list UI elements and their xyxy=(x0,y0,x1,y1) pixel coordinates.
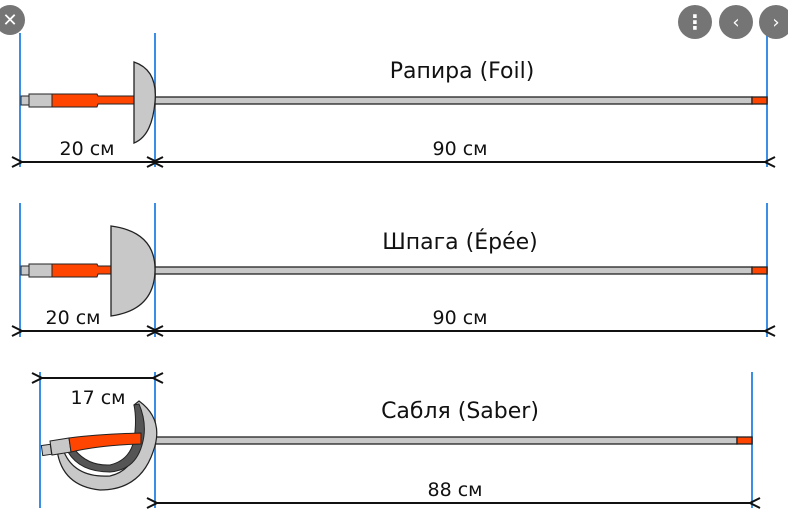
handle-length-label: 20 см xyxy=(60,138,115,160)
weapon-title: Рапира (Foil) xyxy=(390,59,535,84)
blade-length-label: 90 см xyxy=(433,138,488,160)
blade-length-label: 88 см xyxy=(428,479,483,501)
blade-tip xyxy=(751,96,768,105)
grip xyxy=(51,263,112,278)
previous-button[interactable]: ‹ xyxy=(719,5,753,39)
close-button[interactable]: ✕ xyxy=(0,5,25,35)
pommel-nut xyxy=(49,437,72,456)
chevron-right-icon: › xyxy=(772,11,780,33)
next-button[interactable]: › xyxy=(759,5,788,39)
blade xyxy=(154,266,753,275)
weapon-title: Сабля (Saber) xyxy=(381,399,539,424)
pommel xyxy=(40,443,53,457)
grip xyxy=(51,93,135,108)
pommel xyxy=(20,95,30,106)
handle-length-label: 17 см xyxy=(71,387,126,409)
pommel-nut xyxy=(28,93,53,108)
pommel-nut xyxy=(28,263,53,278)
epee-diagram: 20 см 90 см Шпага (Épée) xyxy=(20,203,767,337)
more-vert-icon: ⋮ xyxy=(685,10,705,34)
more-options-button[interactable]: ⋮ xyxy=(678,5,712,39)
blade-tip xyxy=(751,266,768,275)
handle-length-label: 20 см xyxy=(46,307,101,329)
weapon-title: Шпага (Épée) xyxy=(382,229,538,255)
pommel xyxy=(20,265,30,276)
blade-length-label: 90 см xyxy=(433,307,488,329)
blade xyxy=(154,96,753,105)
blade-tip xyxy=(736,436,753,445)
blade xyxy=(154,436,738,445)
bell-guard xyxy=(110,225,156,317)
chevron-left-icon: ‹ xyxy=(732,11,740,33)
grip xyxy=(68,432,142,453)
close-icon: ✕ xyxy=(2,9,18,31)
saber-diagram: 17 см 88 см Сабля (Saber) xyxy=(40,372,752,508)
foil-diagram: 20 см 90 см Рапира (Foil) xyxy=(20,33,767,167)
bell-guard xyxy=(133,61,156,144)
